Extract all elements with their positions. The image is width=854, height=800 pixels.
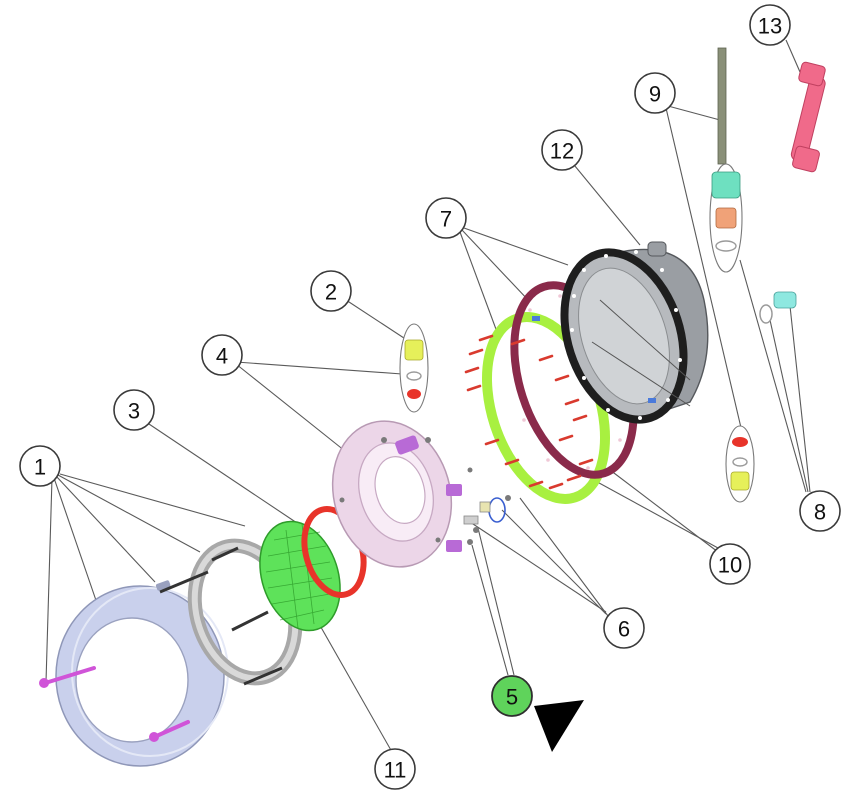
callout-2: 2: [310, 270, 352, 312]
callout-label-8: 8: [814, 500, 826, 525]
leader-lines: [45, 39, 811, 753]
part-small-hardware: [463, 467, 511, 545]
callout-label-3: 3: [128, 399, 140, 424]
callout-circle-4: [201, 334, 243, 376]
callout-circle-9: [634, 72, 676, 114]
callout-circle-13: [749, 4, 791, 46]
callout-circle-10: [709, 543, 751, 585]
callout-label-12: 12: [550, 139, 574, 164]
callout-11: 11: [374, 748, 416, 790]
callout-label-10: 10: [718, 553, 742, 578]
callout-1: 1: [19, 445, 61, 487]
callout-circle-6: [603, 607, 645, 649]
callout-circle-5: [491, 675, 533, 717]
callout-circle-1: [19, 445, 61, 487]
callout-label-4: 4: [216, 344, 228, 369]
callout-label-11: 11: [384, 758, 407, 783]
part-cable-gland: [709, 47, 743, 273]
pointer-arrow-icon: [534, 700, 584, 752]
callout-13: 13: [749, 4, 791, 46]
part-small-fittings: [759, 291, 797, 324]
callout-7: 7: [425, 197, 467, 239]
callout-3: 3: [113, 389, 155, 431]
callout-label-2: 2: [325, 280, 337, 305]
part-housing: [532, 241, 709, 424]
callout-label-6: 6: [618, 617, 630, 642]
callout-circle-11: [374, 748, 416, 790]
callout-12: 12: [541, 129, 583, 171]
callout-label-1: 1: [34, 455, 46, 480]
part-front-cover-ring: [39, 580, 229, 767]
callout-10: 10: [709, 543, 751, 585]
callout-label-13: 13: [758, 14, 782, 39]
part-flange: [331, 420, 462, 568]
callout-circle-12: [541, 129, 583, 171]
callout-circle-3: [113, 389, 155, 431]
callout-9: 9: [634, 72, 676, 114]
callout-circle-7: [425, 197, 467, 239]
callout-6: 6: [603, 607, 645, 649]
callout-4: 4: [201, 334, 243, 376]
part-conduit: [790, 61, 826, 173]
part-red-screws: [464, 334, 594, 490]
callout-label-9: 9: [649, 82, 661, 107]
part-lens: [259, 520, 341, 632]
callout-label-7: 7: [440, 207, 452, 232]
callout-circle-8: [799, 490, 841, 532]
callout-5: 5: [491, 675, 533, 717]
callout-circle-2: [310, 270, 352, 312]
callout-label-5: 5: [506, 685, 518, 710]
part-2-bubble: [399, 323, 429, 413]
part-lower-bubble: [725, 425, 755, 503]
callout-8: 8: [799, 490, 841, 532]
